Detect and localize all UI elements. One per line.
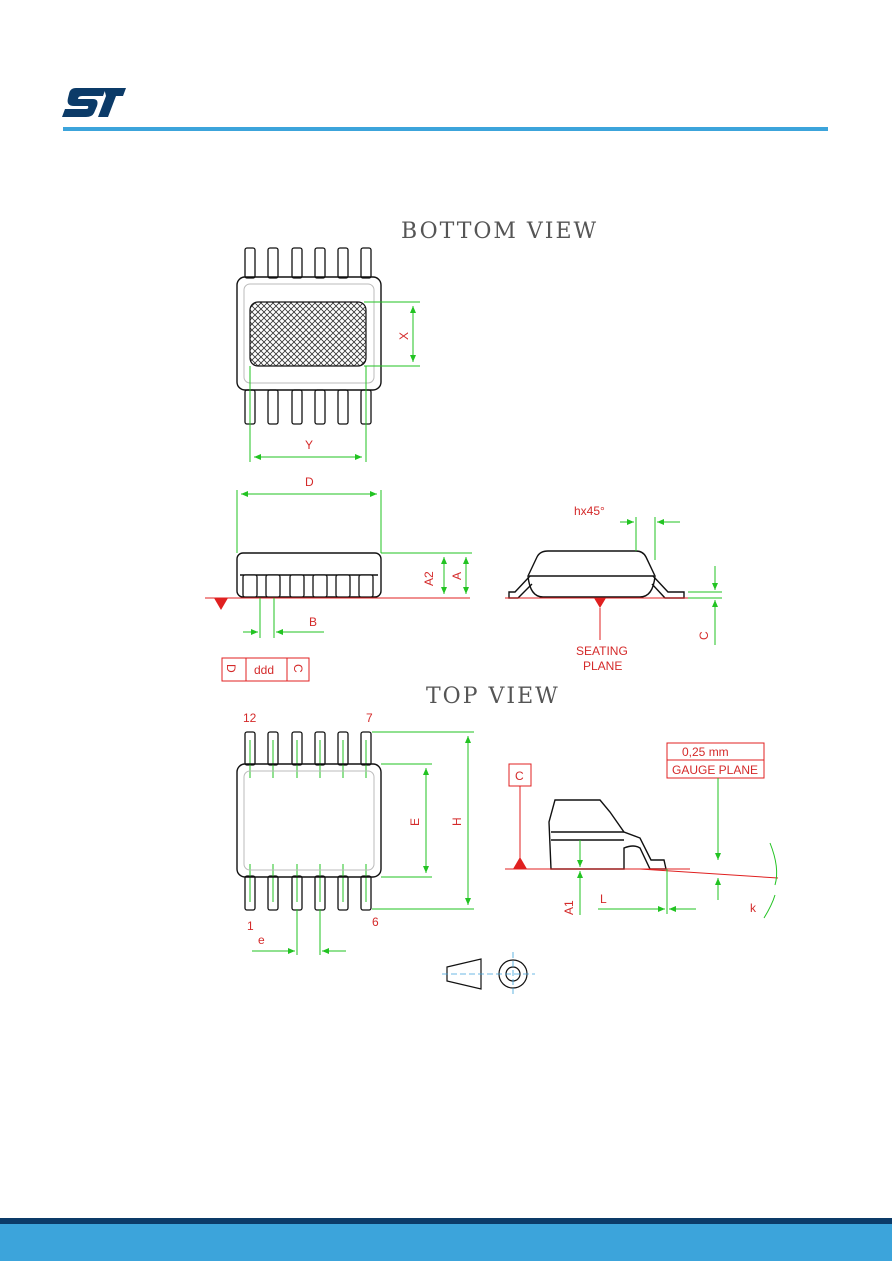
dim-e-label: E	[408, 818, 422, 826]
tolerance-value: ddd	[254, 663, 274, 677]
dim-e-pitch-label: e	[258, 933, 265, 947]
datum-c-box-label: C	[515, 769, 524, 783]
pin-7-label: 7	[366, 711, 373, 725]
footer-dark-rule	[0, 1218, 892, 1224]
dim-b-label: B	[309, 615, 317, 629]
dim-y-label: Y	[305, 438, 313, 452]
footer-band	[0, 1224, 892, 1261]
pin	[265, 574, 281, 598]
gauge-value: 0,25 mm	[682, 745, 729, 759]
end-view: SEATING PLANE hx45° C	[505, 504, 722, 673]
side-view: D A2 A B D ddd C	[205, 475, 472, 682]
top-view: 12 7 1 6 E H e	[236, 711, 474, 955]
pin	[337, 247, 349, 279]
seating-plane-marker	[214, 598, 228, 610]
pin	[291, 389, 303, 425]
pin	[291, 247, 303, 279]
top-view-title: TOP VIEW	[426, 684, 560, 709]
pin	[314, 247, 326, 279]
dim-a2-label: A2	[422, 571, 436, 586]
dim-l-label: L	[600, 892, 607, 906]
pin	[358, 574, 374, 598]
pin	[312, 574, 328, 598]
pin	[267, 247, 279, 279]
dim-d-label: D	[305, 475, 314, 489]
dim-c-label: C	[697, 631, 711, 640]
bottom-view: X Y	[236, 247, 420, 462]
pin	[337, 389, 349, 425]
pin-1-label: 1	[247, 919, 254, 933]
pin	[360, 247, 372, 279]
tolerance-frame: D ddd C	[221, 657, 310, 682]
header-rule	[63, 127, 828, 131]
pin	[314, 389, 326, 425]
tolerance-datum: C	[291, 664, 305, 673]
pin	[267, 389, 279, 425]
third-angle-projection-icon	[442, 952, 535, 996]
pin	[244, 247, 256, 279]
st-logo-icon	[62, 88, 126, 117]
seating-plane-label-2: PLANE	[583, 659, 622, 673]
gauge-label: GAUGE PLANE	[672, 763, 758, 777]
pin	[289, 574, 305, 598]
pin-6-label: 6	[372, 915, 379, 929]
exposed-pad	[249, 301, 367, 367]
pin	[335, 574, 351, 598]
bottom-view-title: BOTTOM VIEW	[401, 219, 598, 244]
lead-detail: C 0,25 mm GAUGE PLANE A1 L k	[505, 742, 779, 919]
dim-a1-label: A1	[562, 900, 576, 915]
dim-h-label: H	[450, 817, 464, 826]
seating-plane-label-1: SEATING	[576, 644, 628, 658]
dim-x-label: X	[397, 332, 411, 340]
dim-k-label: k	[750, 901, 757, 915]
tolerance-symbol: D	[224, 664, 238, 673]
pin	[242, 574, 258, 598]
pin-12-label: 12	[243, 711, 257, 725]
dim-h45-label: hx45°	[574, 504, 605, 518]
dim-a-label: A	[450, 572, 464, 580]
